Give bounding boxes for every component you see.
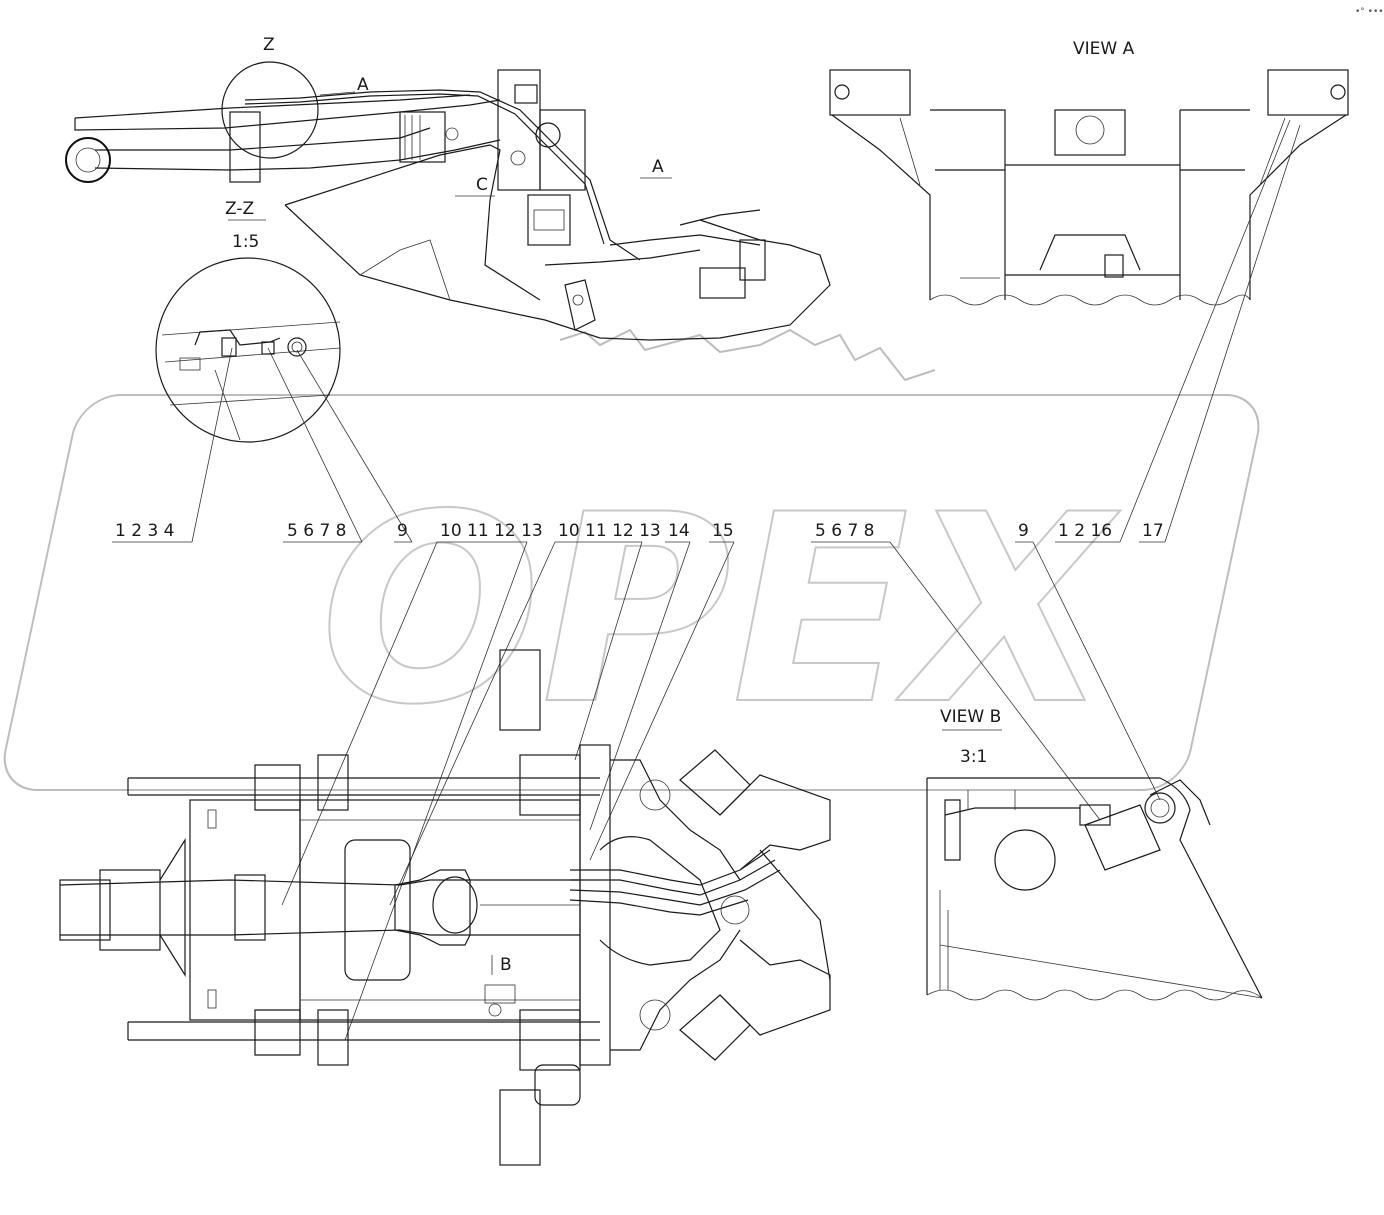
- a-marker-top: A: [357, 75, 369, 95]
- callout-14: 14: [668, 521, 690, 541]
- view-b-drawing: [926, 777, 1263, 1001]
- callout-10-11-12-13-b: 10 11 12 13: [558, 521, 661, 541]
- callout-1-2-3-4: 1 2 3 4: [115, 521, 174, 541]
- callout-5-6-7-8-b: 5 6 7 8: [815, 521, 874, 541]
- leader-lines: [191, 119, 1301, 1041]
- opex-watermark: OPEX: [3, 328, 1260, 791]
- view-b-title: VIEW B: [940, 707, 1001, 727]
- detail-z-section: [155, 257, 341, 443]
- side-view: [65, 69, 831, 341]
- callout-15: 15: [712, 521, 734, 541]
- corner-mark: •° •••: [1355, 7, 1384, 17]
- callout-10-11-12-13-a: 10 11 12 13: [440, 521, 543, 541]
- z-section-title: Z-Z: [225, 199, 254, 219]
- callout-9-b: 9: [1018, 521, 1029, 541]
- view-a-title: VIEW A: [1073, 39, 1135, 59]
- detail-z-circle: [221, 61, 319, 159]
- callouts: 1 2 3 4 5 6 7 8 9 10 11 12 13 10 11 12 1…: [112, 521, 1165, 543]
- callout-17: 17: [1142, 521, 1164, 541]
- view-b-scale: 3:1: [960, 747, 987, 767]
- c-marker: C: [476, 175, 488, 195]
- callout-9: 9: [397, 521, 408, 541]
- watermark-text: OPEX: [320, 460, 1120, 762]
- a-marker-side: A: [652, 157, 664, 177]
- callout-5-6-7-8: 5 6 7 8: [287, 521, 346, 541]
- z-marker: Z: [263, 35, 275, 55]
- b-marker: B: [500, 955, 512, 975]
- callout-1-2-16: 1 2 16: [1058, 521, 1112, 541]
- z-section-scale: 1:5: [232, 232, 259, 252]
- view-a-drawing: [829, 69, 1349, 306]
- plan-view: [59, 649, 831, 1166]
